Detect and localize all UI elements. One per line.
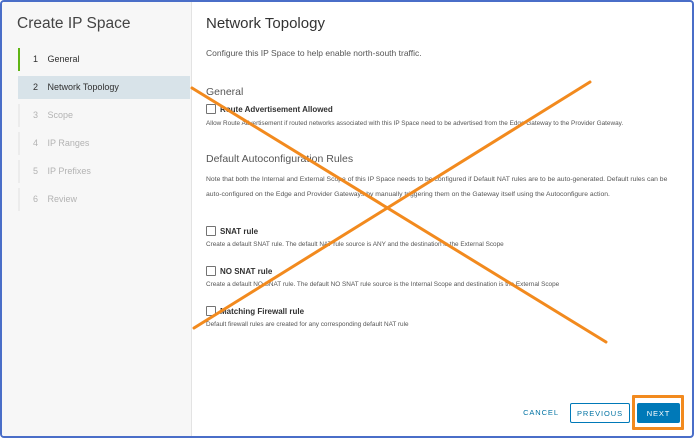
page-description: Configure this IP Space to help enable n… [206,48,422,58]
step-number: 6 [33,194,39,204]
checkbox-label: NO SNAT rule [220,266,273,276]
page-title: Network Topology [206,15,325,32]
step-number: 2 [33,82,39,92]
checkbox-box[interactable] [206,226,216,236]
matching-firewall-rule-checkbox[interactable]: Matching Firewall rule [206,306,304,316]
snat-rule-checkbox[interactable]: SNAT rule [206,226,258,236]
checkbox-label: SNAT rule [220,226,259,236]
step-label: Review [47,194,78,204]
step-scope: 3 Scope [18,104,190,127]
cancel-button[interactable]: CANCEL [523,408,559,417]
next-button-highlight [632,395,684,430]
matching-firewall-rule-helper: Default firewall rules are created for a… [206,321,409,328]
checkbox-box[interactable] [206,104,216,114]
wizard-title: Create IP Space [17,15,131,32]
step-number: 3 [33,110,39,120]
step-label: IP Ranges [47,138,90,148]
step-general[interactable]: 1 General [18,48,190,71]
checkbox-box[interactable] [206,306,216,316]
no-snat-rule-checkbox[interactable]: NO SNAT rule [206,266,272,276]
checkbox-label: Route Advertisement Allowed [220,104,333,114]
step-label: IP Prefixes [47,166,91,176]
step-number: 1 [33,54,39,64]
autoconfig-heading: Default Autoconfiguration Rules [206,153,354,165]
previous-button[interactable]: PREVIOUS [570,403,630,423]
route-advertisement-checkbox[interactable]: Route Advertisement Allowed [206,104,333,114]
checkbox-box[interactable] [206,266,216,276]
no-snat-rule-helper: Create a default NO SNAT rule. The defau… [206,281,560,288]
wizard-content: Network Topology Configure this IP Space… [206,2,686,436]
next-button[interactable]: NEXT [637,403,680,423]
step-number: 4 [33,138,39,148]
step-label: Scope [47,110,74,120]
checkbox-label: Matching Firewall rule [220,306,305,316]
snat-rule-helper: Create a default SNAT rule. The default … [206,241,504,248]
autoconfig-note: Note that both the Internal and External… [206,176,668,198]
step-ip-prefixes: 5 IP Prefixes [18,160,190,183]
step-label: General [47,54,80,64]
step-review: 6 Review [18,188,190,211]
wizard-sidebar: Create IP Space 1 General 2 Network Topo… [2,2,192,436]
route-advertisement-helper: Allow Route Advertisement if routed netw… [206,120,624,127]
wizard-steps: 1 General 2 Network Topology 3 Scope 4 I… [18,48,190,216]
step-network-topology[interactable]: 2 Network Topology [18,76,190,99]
general-heading: General [206,86,244,98]
step-label: Network Topology [47,82,119,92]
step-ip-ranges: 4 IP Ranges [18,132,190,155]
step-number: 5 [33,166,39,176]
